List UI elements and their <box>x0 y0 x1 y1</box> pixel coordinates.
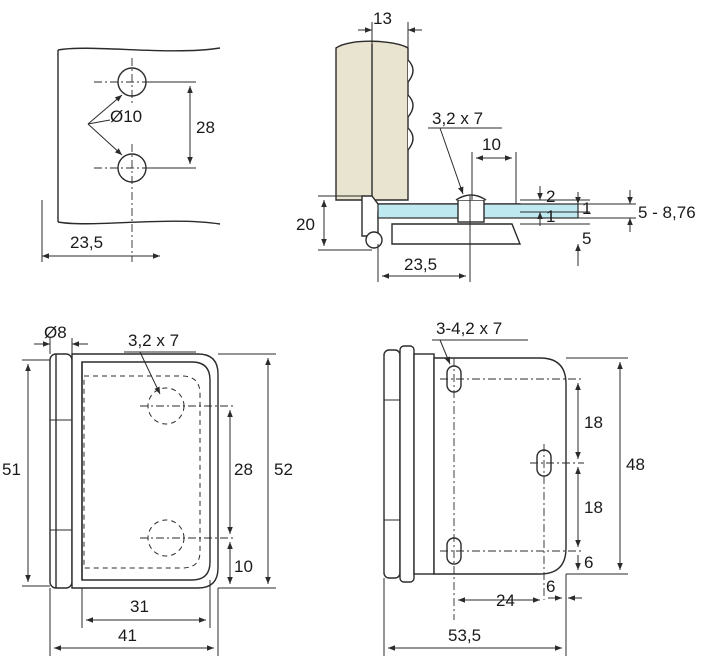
back-24-label: 24 <box>496 591 515 610</box>
lower-hole <box>94 144 160 192</box>
front-view: Ø8 3,2 x 7 51 28 52 10 31 41 <box>2 323 293 656</box>
front-ten-label: 10 <box>234 557 253 576</box>
side-one-a-label: 1 <box>546 207 555 226</box>
upper-hole <box>94 58 160 106</box>
side-section-view: 13 3,2 x 7 10 2 1 1 5 5 - 8,76 20 <box>296 9 696 282</box>
front-outer-height-label: 51 <box>2 460 21 479</box>
back-view: 3-4,2 x 7 18 18 6 48 24 6 53,5 <box>383 319 645 656</box>
front-inner-width-label: 31 <box>130 597 149 616</box>
side-ten-label: 10 <box>482 135 501 154</box>
front-screw-label: 3,2 x 7 <box>128 331 179 350</box>
side-two-label: 2 <box>546 187 555 206</box>
back-lower-label: 18 <box>584 498 603 517</box>
side-one-b-label: 1 <box>582 199 591 218</box>
front-spacing-label: 28 <box>234 460 253 479</box>
hole-diameter-label: Ø10 <box>110 107 142 126</box>
front-width-label: 41 <box>118 626 137 645</box>
back-six-horizontal-label: 6 <box>546 577 555 596</box>
pin-diameter-label: Ø8 <box>44 323 67 342</box>
back-width-label: 53,5 <box>448 626 481 645</box>
back-six-vertical-label: 6 <box>584 553 593 572</box>
hole-spacing-label: 28 <box>196 118 215 137</box>
side-height-label: 20 <box>296 215 315 234</box>
back-slot-label: 3-4,2 x 7 <box>436 319 502 338</box>
plate-width-label: 13 <box>373 9 392 28</box>
back-height-label: 48 <box>626 455 645 474</box>
side-screw-label: 3,2 x 7 <box>432 109 483 128</box>
side-five-label: 5 <box>582 229 591 248</box>
glass-thickness-label: 5 - 8,76 <box>638 203 696 222</box>
side-offset-label: 23,5 <box>404 255 437 274</box>
back-upper-label: 18 <box>584 413 603 432</box>
hole-offset-label: 23,5 <box>70 233 103 252</box>
hole-pattern-view: Ø10 28 23,5 <box>41 47 221 262</box>
front-height-label: 52 <box>274 460 293 479</box>
